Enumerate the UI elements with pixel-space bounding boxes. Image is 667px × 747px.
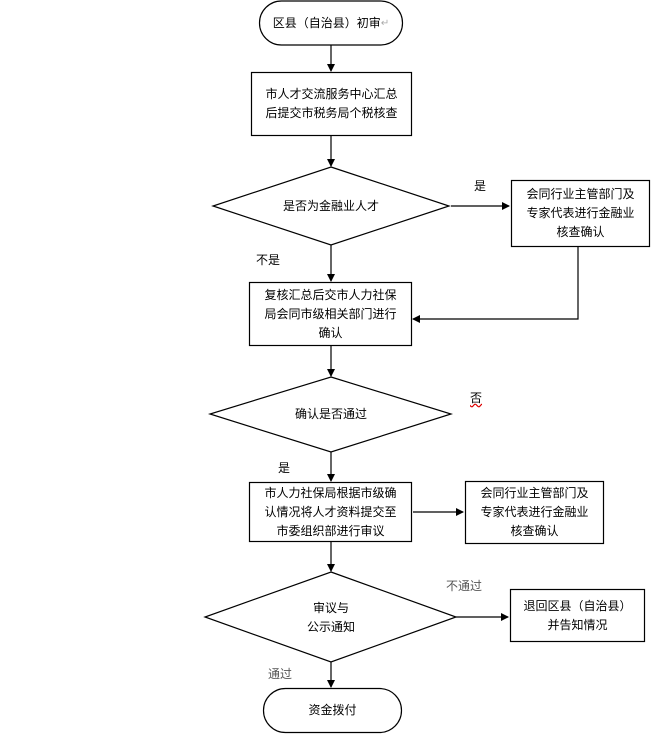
submit-org-node: 市人力社保局根据市级确 认情况将人才资料提交至 市委组织部进行审议 bbox=[249, 482, 412, 542]
submit-org-shape bbox=[248, 481, 413, 543]
recheck-box-shape bbox=[248, 281, 413, 347]
start-node: 区县（自治县）初审↵ bbox=[259, 1, 403, 45]
return-county-node: 退回区县（自治县） 并告知情况 bbox=[510, 589, 645, 642]
return-county-text: 退回区县（自治县） 并告知情况 bbox=[523, 598, 632, 632]
paragraph-mark: ↵ bbox=[380, 17, 390, 29]
submit-org-text: 市人力社保局根据市级确 认情况将人才资料提交至 市委组织部进行审议 bbox=[264, 485, 397, 538]
end-node-text: 资金拨付 bbox=[308, 703, 357, 717]
edge-review1-to-recheck bbox=[412, 247, 579, 323]
finance-review-1-node: 会同行业主管部门及 专家代表进行金融业 核查确认 bbox=[511, 180, 650, 247]
decision-finance-node: 是否为金融业人才 bbox=[250, 190, 412, 222]
start-node-text: 区县（自治县）初审 bbox=[272, 15, 381, 30]
label-pass-yes: 是 bbox=[278, 461, 291, 475]
label-publicity-pass: 通过 bbox=[268, 667, 293, 681]
recheck-node: 复核汇总后交市人力社保 局会同市级相关部门进行 确认 bbox=[249, 282, 412, 346]
label-finance-no: 不是 bbox=[256, 253, 281, 267]
collect-node-text: 市人才交流服务中心汇总 后提交市税务局个税核查 bbox=[265, 87, 398, 120]
end-terminal-shape bbox=[262, 687, 403, 734]
decision-publicity-text: 审议与 公示通知 bbox=[306, 601, 355, 634]
decision-publicity-node: 审议与 公示通知 bbox=[270, 597, 392, 639]
decision-finance-text: 是否为金融业人才 bbox=[282, 198, 379, 213]
end-node: 资金拨付 bbox=[263, 688, 402, 733]
recheck-text: 复核汇总后交市人力社保 局会同市级相关部门进行 确认 bbox=[264, 287, 397, 340]
return-county-shape bbox=[509, 588, 646, 643]
label-finance-yes: 是 bbox=[474, 179, 487, 193]
decision-pass-text: 确认是否通过 bbox=[294, 406, 367, 421]
decision-pass-node: 确认是否通过 bbox=[250, 398, 412, 430]
finance-review-2-node: 会同行业主管部门及 专家代表进行金融业 核查确认 bbox=[465, 481, 604, 544]
finance-review-1-shape bbox=[510, 179, 651, 248]
collect-node: 市人才交流服务中心汇总 后提交市税务局个税核查 bbox=[251, 72, 412, 136]
label-pass-no: 否 bbox=[470, 391, 483, 405]
finance-review-2-shape bbox=[464, 480, 605, 545]
label-publicity-fail: 不通过 bbox=[446, 579, 483, 593]
finance-review-2-text: 会同行业主管部门及 专家代表进行金融业 核查确认 bbox=[480, 486, 589, 538]
finance-review-1-text: 会同行业主管部门及 专家代表进行金融业 核查确认 bbox=[526, 187, 635, 239]
collect-box-shape bbox=[250, 71, 413, 137]
